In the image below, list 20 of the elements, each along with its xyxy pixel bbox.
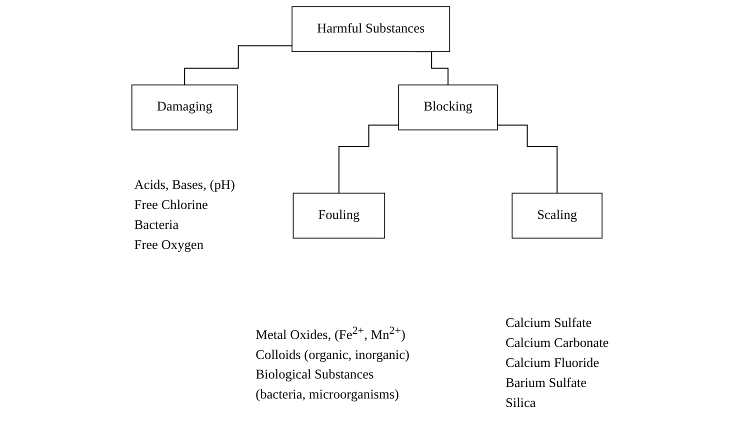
node-label: Calcium Carbonate [505,336,609,351]
node-label: Metal Oxides, (Fe$^{2+}$, Mn$^{2+}$) [256,324,406,342]
node-label: Free Chlorine [134,198,208,212]
connector [184,45,293,86]
node-label: Biological Substances (bacteria, microorganisms) [256,368,399,402]
node-label: Silica [505,396,536,411]
node-label: Calcium Fluoride [505,356,600,371]
node-box: Damaging [131,84,238,130]
node-label: Colloids (organic, inorganic) [256,348,410,362]
connector [338,124,400,194]
node-label: Bacteria [134,218,179,232]
node-box: Scaling [512,192,602,239]
node-box: Fouling [292,192,386,239]
node-label: Acids, Bases, (pH) [134,178,235,192]
node-label: Free Oxygen [134,238,204,252]
connector [496,124,558,194]
node-box: Harmful Substances [292,6,450,52]
node-box: Blocking [398,84,498,130]
node-label: Calcium Sulfate [505,316,592,331]
node-label: Barium Sulfate [505,376,587,391]
